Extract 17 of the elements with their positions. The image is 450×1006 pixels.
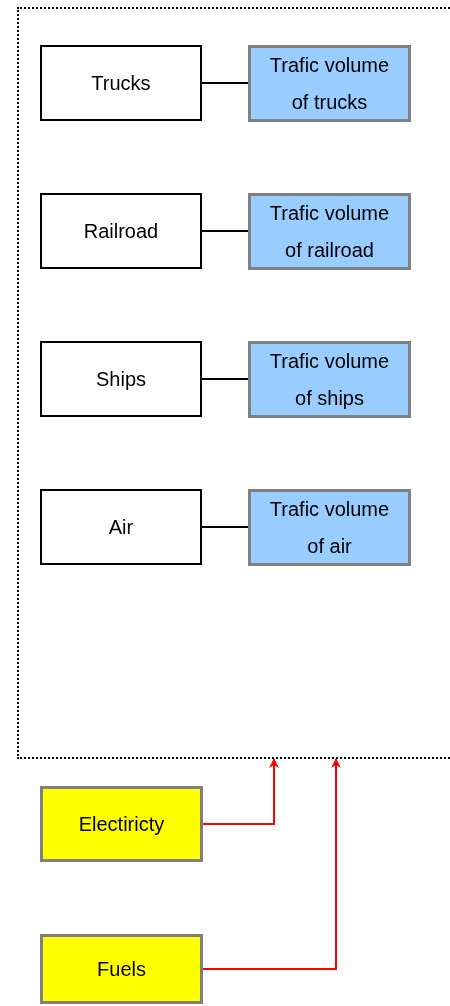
traffic-volume-box: Trafic volume of railroad (248, 193, 411, 270)
connector-line (201, 378, 249, 380)
connector-line (201, 230, 249, 232)
energy-source-box: Fuels (40, 934, 203, 1004)
traffic-volume-box: Trafic volume of trucks (248, 45, 411, 122)
transport-mode-box: Railroad (40, 193, 202, 269)
traffic-volume-box: Trafic volume of ships (248, 341, 411, 418)
transport-mode-box: Ships (40, 341, 202, 417)
traffic-volume-box: Trafic volume of air (248, 489, 411, 566)
dotted-frame (17, 7, 450, 759)
connector-line (201, 82, 249, 84)
transport-mode-box: Trucks (40, 45, 202, 121)
connector-line (201, 526, 249, 528)
arrow (202, 758, 341, 970)
transport-mode-box: Air (40, 489, 202, 565)
energy-source-box: Electiricty (40, 786, 203, 862)
arrow (202, 758, 279, 825)
